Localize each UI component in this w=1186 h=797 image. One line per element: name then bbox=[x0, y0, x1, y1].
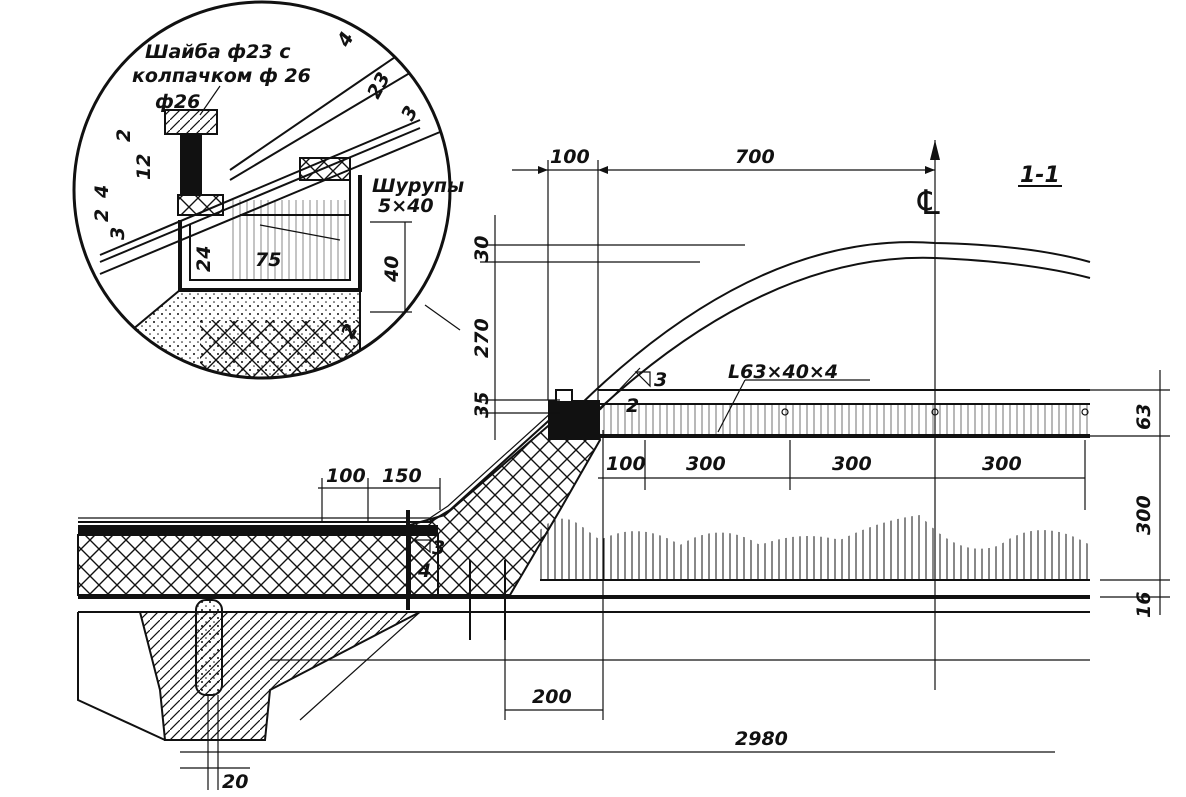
dim-v30: 30 bbox=[471, 236, 493, 262]
roof-slab bbox=[77, 525, 1090, 790]
dim-inset-40: 40 bbox=[381, 256, 403, 283]
weld-2: 2 bbox=[626, 395, 639, 417]
dim-s300-a: 300 bbox=[686, 453, 726, 475]
left-vertical-dimensions: 30 270 35 bbox=[471, 215, 745, 440]
angle-frame bbox=[548, 389, 1090, 440]
dim-top-100: 100 bbox=[550, 146, 590, 168]
dim-s300-b: 300 bbox=[832, 453, 872, 475]
dim-top-700: 700 bbox=[735, 146, 775, 168]
dim-phi26: ф26 bbox=[155, 91, 200, 113]
right-vertical-dimensions: 63 300 16 bbox=[1090, 370, 1170, 618]
dim-b200: 200 bbox=[532, 686, 572, 708]
top-dimensions: 100 700 bbox=[512, 146, 935, 400]
profile-annotations: 3 2 L63×40×4 bbox=[599, 361, 870, 433]
bottom-dimensions: 200 2980 20 bbox=[180, 430, 1055, 793]
weld-3: 3 bbox=[654, 369, 667, 391]
weld-3-b: 3 bbox=[432, 537, 445, 559]
dim-v35: 35 bbox=[471, 392, 493, 418]
skylight-arch bbox=[579, 241, 1091, 411]
dim-s100: 100 bbox=[606, 453, 646, 475]
curb bbox=[78, 411, 602, 640]
dim-inset-4-left: 4 bbox=[91, 185, 113, 199]
dim-inset-2-left2: 2 bbox=[91, 209, 113, 222]
dim-s300-c: 300 bbox=[982, 453, 1022, 475]
curb-offset-dimensions: 100 150 3 4 bbox=[318, 465, 445, 582]
angle-profile-label: L63×40×4 bbox=[728, 361, 838, 383]
dim-r63: 63 bbox=[1133, 404, 1155, 430]
dim-inset-12: 12 bbox=[133, 154, 155, 180]
skylight-glass-fill bbox=[540, 515, 1090, 581]
screws-label-line2: 5×40 bbox=[378, 195, 434, 217]
screws-label-line1: Шурупы bbox=[372, 175, 464, 197]
main-section: ℄ 1-1 100 700 30 270 35 bbox=[77, 140, 1170, 793]
dim-r300: 300 bbox=[1133, 495, 1155, 535]
dim-v270: 270 bbox=[471, 318, 493, 358]
dim-inset-3-left: 3 bbox=[107, 227, 129, 240]
centerline-symbol: ℄ bbox=[917, 183, 940, 223]
dim-r16: 16 bbox=[1133, 592, 1155, 618]
washer-label-line1: Шайба ф23 с bbox=[145, 41, 291, 63]
dim-left-150: 150 bbox=[382, 465, 422, 487]
dim-b20: 20 bbox=[222, 771, 248, 793]
dim-left-100: 100 bbox=[326, 465, 366, 487]
centerline: ℄ bbox=[917, 140, 940, 690]
dim-inset-75: 75 bbox=[255, 249, 281, 271]
weld-4: 4 bbox=[417, 560, 431, 582]
dim-inset-2-left: 2 bbox=[113, 129, 135, 142]
spacing-dimensions: 100 300 300 300 bbox=[598, 440, 1086, 510]
detail-inset: Шайба ф23 с колпачком ф 26 ф26 4 23 3 2 … bbox=[72, 0, 464, 380]
section-label: 1-1 bbox=[1020, 163, 1060, 188]
dim-b2980: 2980 bbox=[735, 728, 788, 750]
dim-inset-24: 24 bbox=[193, 246, 215, 272]
washer-label-line2: колпачком ф 26 bbox=[132, 65, 311, 87]
